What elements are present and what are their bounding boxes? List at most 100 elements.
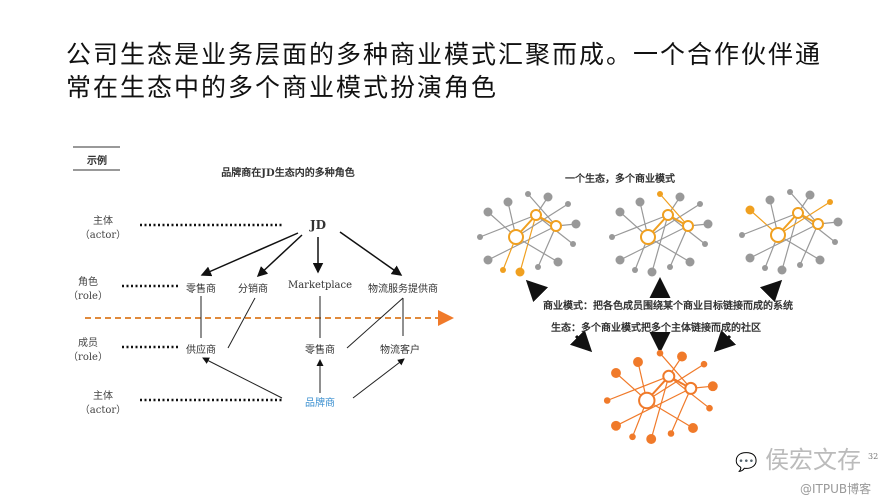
network-node xyxy=(667,264,673,270)
member-retailer: 零售商 xyxy=(305,345,335,356)
network-node xyxy=(706,404,713,412)
network-node xyxy=(553,257,563,267)
network-node xyxy=(667,430,675,437)
network-node xyxy=(832,239,838,245)
right-arrows xyxy=(525,277,783,353)
network-node xyxy=(765,195,775,205)
watermark: 💬 侯宏文存 xyxy=(735,446,862,474)
network-node xyxy=(688,423,698,433)
node-jd: JD xyxy=(309,218,327,232)
network-node xyxy=(685,257,695,267)
network-edge xyxy=(479,214,537,238)
network-hub xyxy=(792,207,804,219)
network-node xyxy=(570,241,576,247)
network-hub xyxy=(550,220,562,232)
network-node xyxy=(565,201,571,207)
network-hub xyxy=(770,227,786,243)
node-brand: 品牌商 xyxy=(305,398,335,409)
network-edge xyxy=(650,376,670,440)
network-edge xyxy=(670,388,692,434)
network-node xyxy=(739,232,745,238)
network-node xyxy=(703,219,713,229)
wechat-icon: 💬 xyxy=(735,452,758,473)
network-edge xyxy=(749,223,819,259)
network-edge xyxy=(611,214,669,238)
network-hub xyxy=(662,369,676,383)
network-edge xyxy=(789,191,819,225)
network-edge xyxy=(537,225,557,268)
network-hub xyxy=(682,220,694,232)
role-marketplace: Marketplace xyxy=(287,280,353,291)
network-hub xyxy=(684,381,698,395)
network-node xyxy=(745,205,755,215)
network-node xyxy=(632,267,638,273)
network-node xyxy=(677,351,687,362)
source-watermark: @ITPUB博客 xyxy=(800,482,872,496)
network-node xyxy=(571,219,581,229)
network-edge xyxy=(646,399,694,429)
network-node xyxy=(603,397,611,404)
network-node xyxy=(611,368,621,378)
network-node xyxy=(656,349,664,357)
slide-title: 公司生态是业务层面的多种商业模式汇聚而成。一个合作伙伴通常在生态中的多个商业模式… xyxy=(66,40,823,102)
network-node xyxy=(525,191,531,197)
network-node xyxy=(797,262,803,268)
network-node xyxy=(503,197,513,207)
network-node xyxy=(477,234,483,240)
ecosystem-definition: 生态：多个商业模式把多个主体链接而成的社区 xyxy=(551,323,761,334)
network-edge xyxy=(777,234,821,261)
dotted-leaders xyxy=(122,223,283,402)
network-edge xyxy=(646,363,705,402)
network-node xyxy=(515,267,525,277)
network-edge xyxy=(659,352,692,389)
network-node xyxy=(762,265,768,271)
network-node xyxy=(675,192,685,202)
network-node xyxy=(635,197,645,207)
network-node xyxy=(646,434,657,444)
network-edge xyxy=(669,225,689,268)
network-node xyxy=(805,190,815,200)
member-logistics-customer: 物流客户 xyxy=(380,345,420,356)
network-node xyxy=(483,255,493,265)
right-heading: 一个生态，多个商业模式 xyxy=(565,174,675,185)
brand-arrows xyxy=(202,357,405,399)
member-supplier: 供应商 xyxy=(186,345,216,356)
row-label-actor-bottom: 主体（actor） xyxy=(79,391,127,416)
network-node xyxy=(500,267,506,273)
network-node xyxy=(745,253,755,263)
business-model-definition: 商业模式：把各色成员围绕某个商业目标链接而成的系统 xyxy=(543,301,793,312)
role-member-links xyxy=(200,296,404,349)
network-node xyxy=(707,381,718,392)
network-node xyxy=(697,201,703,207)
network-node xyxy=(815,255,825,265)
network-node xyxy=(615,207,625,217)
network-hub xyxy=(812,218,824,230)
example-tag: 示例 xyxy=(87,156,107,167)
network-node xyxy=(483,207,493,217)
network-hub xyxy=(638,391,656,410)
network-node xyxy=(615,255,625,265)
network-edge xyxy=(487,225,557,261)
network-node xyxy=(833,217,843,227)
jd-arrows xyxy=(200,231,403,278)
network-node xyxy=(609,234,615,240)
network-node xyxy=(629,433,636,441)
left-heading: 品牌商在JD生态内的多种角色 xyxy=(221,168,355,179)
network-hub xyxy=(530,209,542,221)
network-node xyxy=(611,420,621,431)
network-edge xyxy=(647,236,691,263)
network-edge xyxy=(515,203,569,238)
network-hub xyxy=(662,209,674,221)
network-hub xyxy=(640,229,656,245)
role-distributor: 分销商 xyxy=(238,284,268,295)
network-node xyxy=(700,360,708,368)
network-edge xyxy=(606,375,670,402)
network-node xyxy=(702,241,708,247)
network-edge xyxy=(659,193,689,227)
network-edge xyxy=(527,193,557,227)
network-hub xyxy=(508,229,524,245)
role-logistics-provider: 物流服务提供商 xyxy=(368,284,438,295)
row-label-actor-top: 主体（actor） xyxy=(79,216,127,241)
network-node xyxy=(657,191,663,197)
